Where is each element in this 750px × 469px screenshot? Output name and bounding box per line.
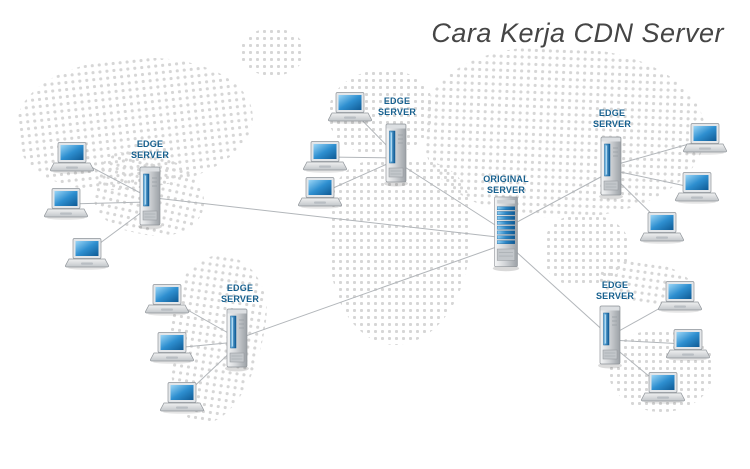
original-server-label: ORIGINAL SERVER <box>483 174 529 195</box>
original-server-icon <box>491 196 521 272</box>
edge-server-icon <box>224 308 250 372</box>
laptop-icon <box>145 284 189 316</box>
laptop-icon <box>675 172 719 204</box>
laptop-icon <box>303 141 347 173</box>
laptop-icon <box>150 332 194 364</box>
edge-server-label: EDGE SERVER <box>220 283 260 304</box>
edge-server-label: EDGE SERVER <box>592 108 632 129</box>
laptop-icon <box>50 142 94 174</box>
edge-server-icon <box>598 136 624 200</box>
map-continent-greenland <box>240 28 305 76</box>
laptop-icon <box>658 281 702 313</box>
laptop-icon <box>683 123 727 155</box>
connection-line <box>505 171 611 229</box>
laptop-icon <box>44 188 88 220</box>
edge-server-icon <box>597 305 623 369</box>
map-continent-africa <box>330 160 470 345</box>
edge-server-icon <box>137 166 163 230</box>
laptop-icon <box>640 212 684 244</box>
connection-line <box>396 161 507 233</box>
laptop-icon <box>641 372 685 404</box>
edge-server-label: EDGE SERVER <box>595 280 635 301</box>
laptop-icon <box>65 238 109 270</box>
laptop-icon <box>328 92 372 124</box>
connection-line <box>609 339 687 345</box>
connection-line <box>610 169 696 189</box>
laptop-icon <box>298 177 342 209</box>
connection-line <box>511 247 608 335</box>
edge-server-label: EDGE SERVER <box>377 96 417 117</box>
edge-server-icon <box>383 123 409 187</box>
connection-line <box>67 201 151 205</box>
connection-line <box>154 197 507 239</box>
laptop-icon <box>160 382 204 414</box>
laptop-icon <box>666 329 710 361</box>
edge-server-label: EDGE SERVER <box>130 139 170 160</box>
diagram-title: Cara Kerja CDN Server <box>431 18 724 48</box>
connection-line <box>239 244 503 339</box>
